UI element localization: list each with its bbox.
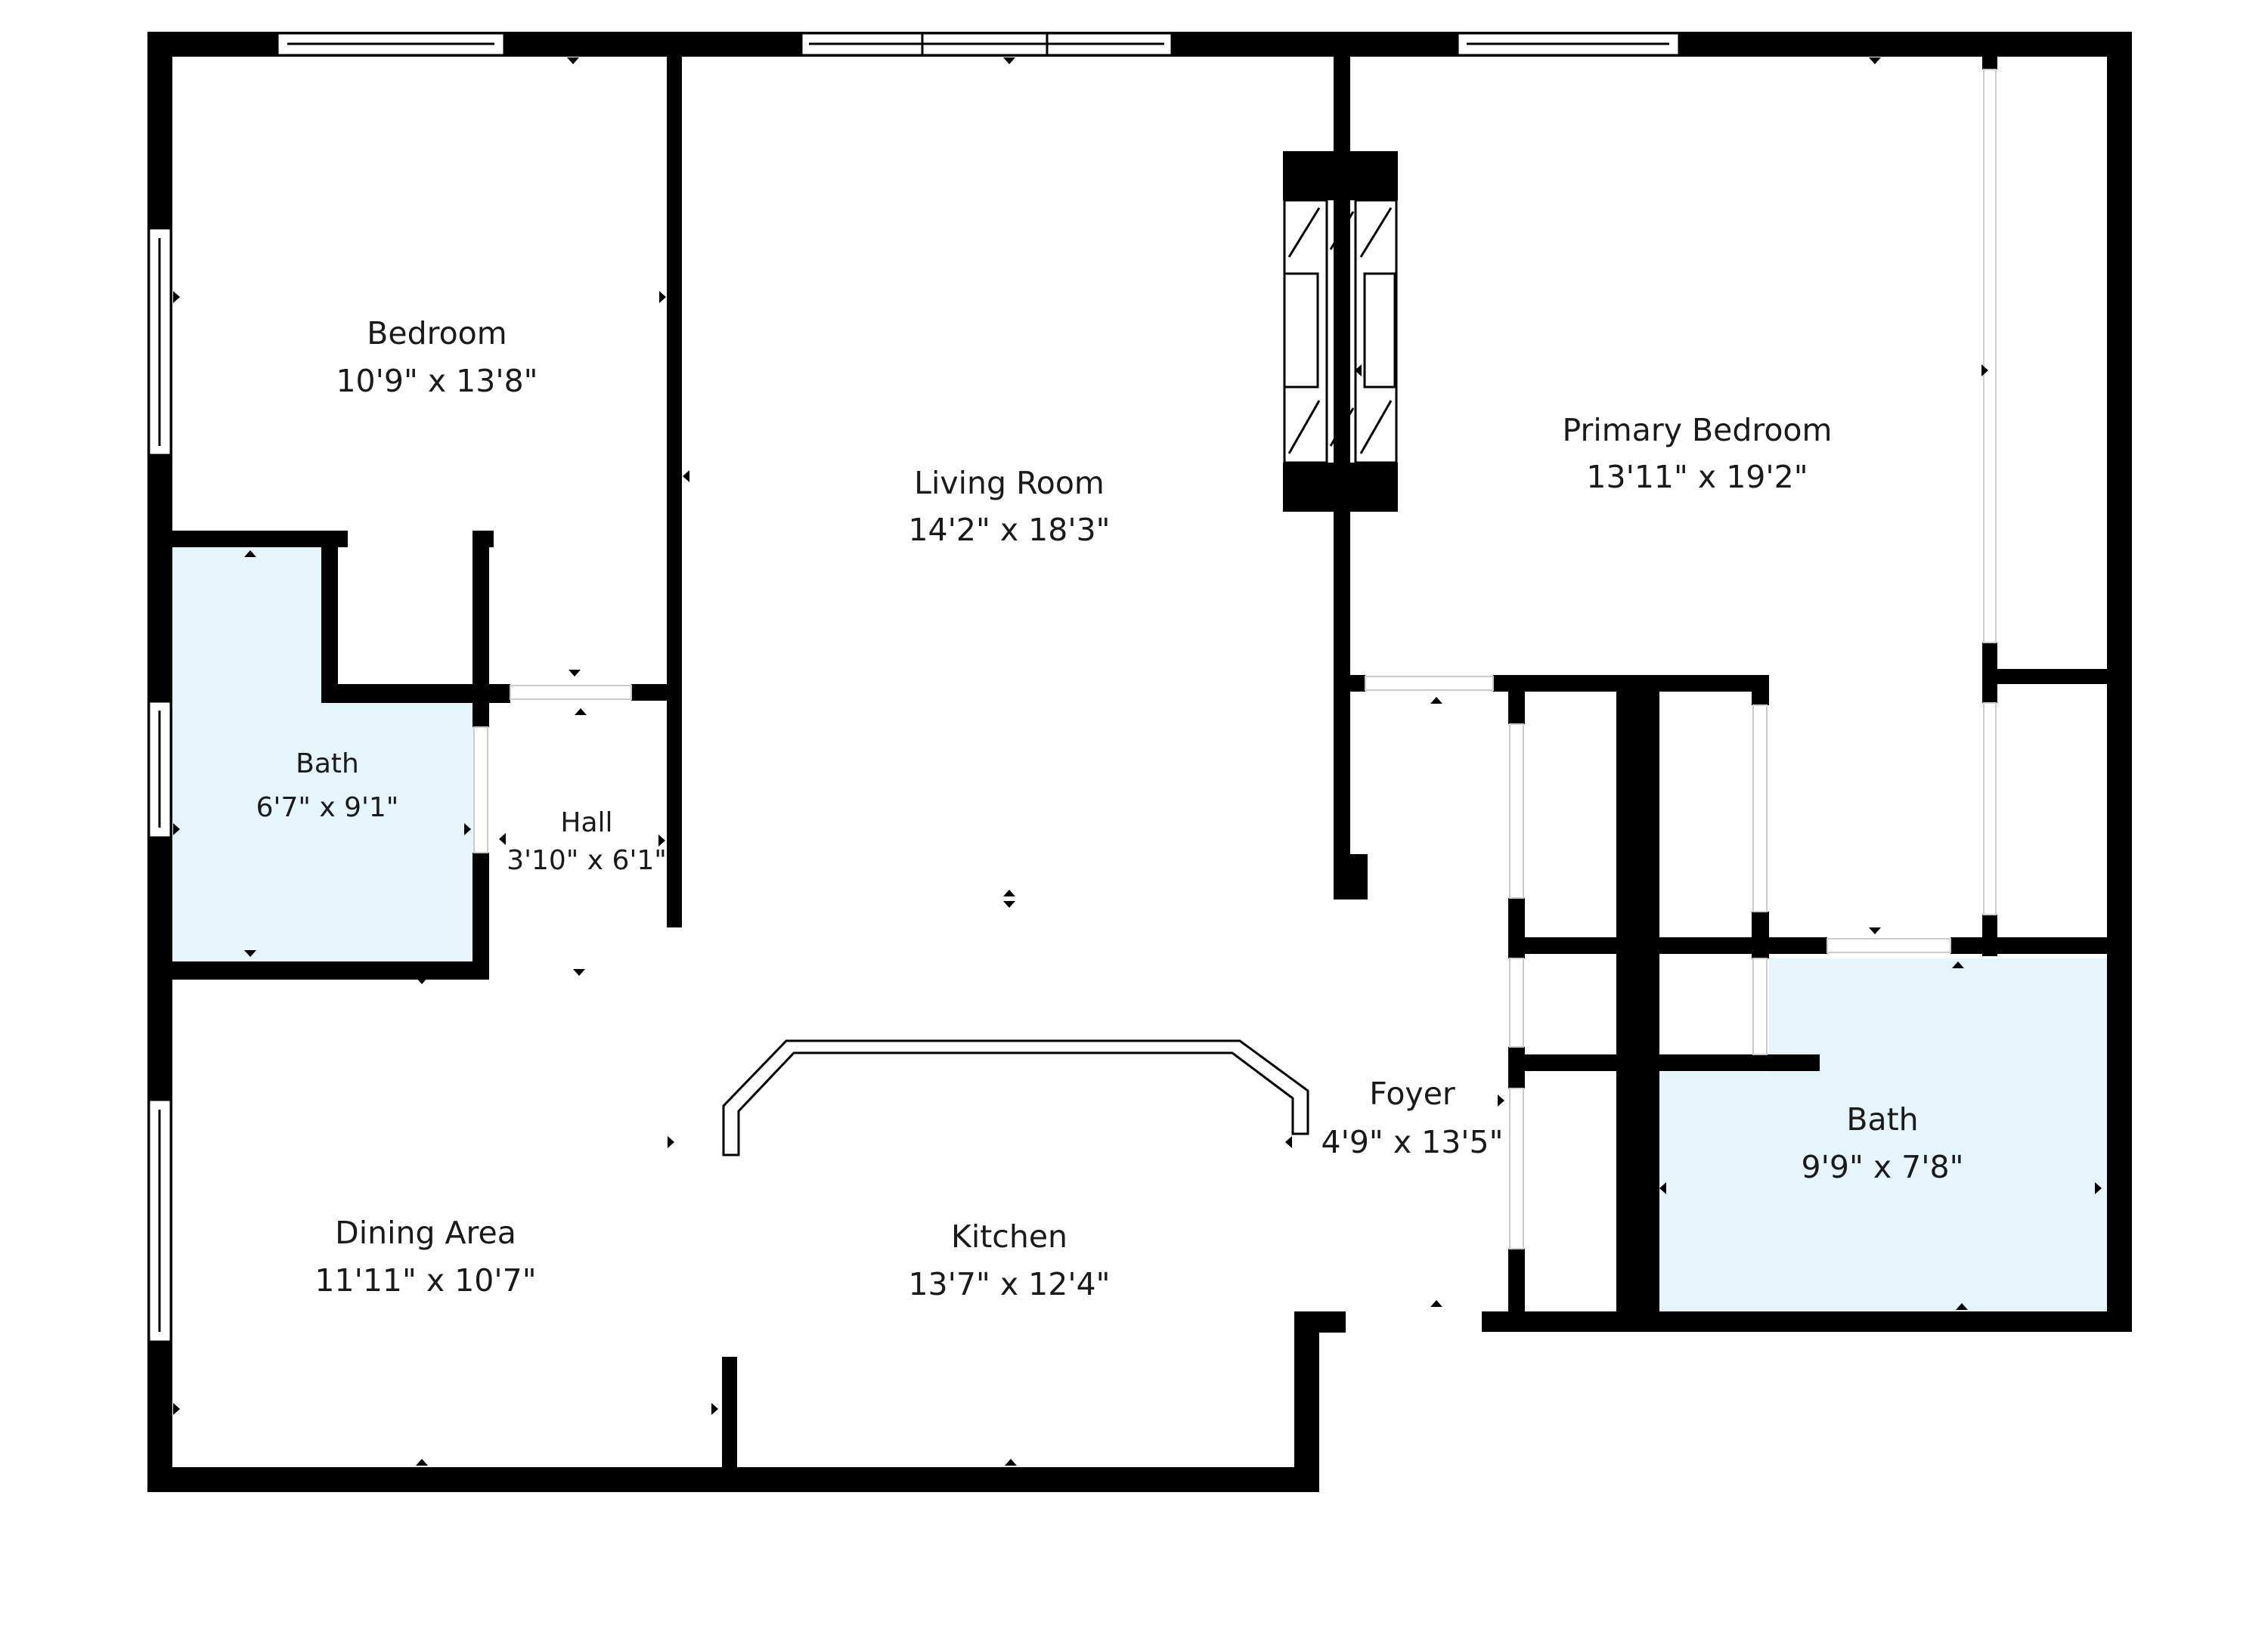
wall-right [2107,32,2132,1332]
door-closet-left-low [1509,958,1524,1048]
bath-left-name: Bath [296,748,359,779]
wall-bath-inner-v [321,531,338,703]
door-closet-right [1752,704,1768,912]
living-room-dims: 14'2" x 18'3" [908,512,1110,548]
bath-right-floor [1659,958,2107,1311]
door-primary-closet-low [1983,702,1997,915]
wall-living-primary-end [1334,854,1368,899]
wall-bedroom-living [667,53,682,927]
wall-bath-top [172,531,348,547]
door-foyer-low [1509,1088,1524,1249]
wall-hall-top-right [631,684,682,701]
hall-name: Hall [560,807,612,838]
wall-foyer-left-low [1508,1047,1525,1088]
primary-bedroom-name: Primary Bedroom [1563,412,1833,448]
wall-foyer-left-mid [1508,898,1525,958]
fireplace-top [1283,151,1398,200]
wall-closet-right-top [1752,675,1769,705]
fireplace-right-panel [1363,272,1396,389]
door-closet-right-low [1752,958,1768,1055]
wall-foyer-left-bottom [1508,1249,1525,1332]
dining-area-dims: 11'11" x 10'7" [314,1262,536,1299]
wall-closet-v [472,531,489,727]
wall-kitchen-jog [1294,1311,1319,1492]
primary-bedroom-dims: 13'11" x 19'2" [1586,459,1808,495]
bath-fills [172,546,2107,1311]
wall-bath-bottom [172,961,489,980]
door-bath-right [1826,938,1951,953]
bath-left-floor [172,546,478,961]
foyer-dims: 4'9" x 13'5" [1321,1124,1503,1160]
wall-closet-cap [472,531,494,547]
dimension-markers [173,57,2102,1466]
bath-right-name: Bath [1846,1101,1918,1138]
wall-closet-h2 [1525,1054,1820,1071]
door-foyer-top [1365,676,1494,691]
fireplace-bottom [1283,463,1398,512]
wall-kitchen-jog-top [1294,1311,1346,1333]
bedroom-name: Bedroom [367,315,507,351]
bath-right-dims: 9'9" x 7'8" [1802,1149,1964,1185]
door-bath-left [473,726,488,853]
fireplace-left-panel [1283,272,1319,389]
door-hall-top [510,685,632,700]
wall-foyer-left-top [1508,675,1525,724]
door-closet-left-top [1509,723,1524,899]
wall-dining-kitchen [722,1357,737,1470]
door-primary-closet-top [1983,69,1997,643]
kitchen-dims: 13'7" x 12'4" [908,1266,1110,1302]
wall-primary-closet-h [1982,669,2111,684]
room-labels: Bedroom 10'9" x 13'8" Living Room 14'2" … [256,315,1964,1302]
wall-bottom-left [147,1467,1319,1492]
walls [147,32,2132,1492]
doors [473,69,1997,1249]
wall-bath-right-top [1950,937,2132,954]
kitchen-name: Kitchen [951,1218,1067,1255]
wall-closet-h1 [1525,937,1827,954]
hall-dims: 3'10" x 6'1" [507,845,667,876]
wall-bath-right-lower [472,853,489,980]
bedroom-dims: 10'9" x 13'8" [336,363,538,399]
bath-left-dims: 6'7" x 9'1" [256,792,399,823]
living-room-name: Living Room [914,465,1105,501]
wall-primary-closet-top [1982,53,1997,70]
wall-closet-central [1616,675,1659,1332]
fireplace [1283,199,1398,464]
wall-foyer-top-left [1350,675,1365,692]
dining-area-name: Dining Area [335,1215,516,1251]
wall-bottom-right [1482,1311,2132,1332]
wall-primary-closet-low [1982,915,1997,956]
window-dining-left [147,1098,172,1343]
foyer-name: Foyer [1369,1076,1455,1112]
windows [147,32,1681,1343]
kitchen-counter [722,1039,1309,1156]
